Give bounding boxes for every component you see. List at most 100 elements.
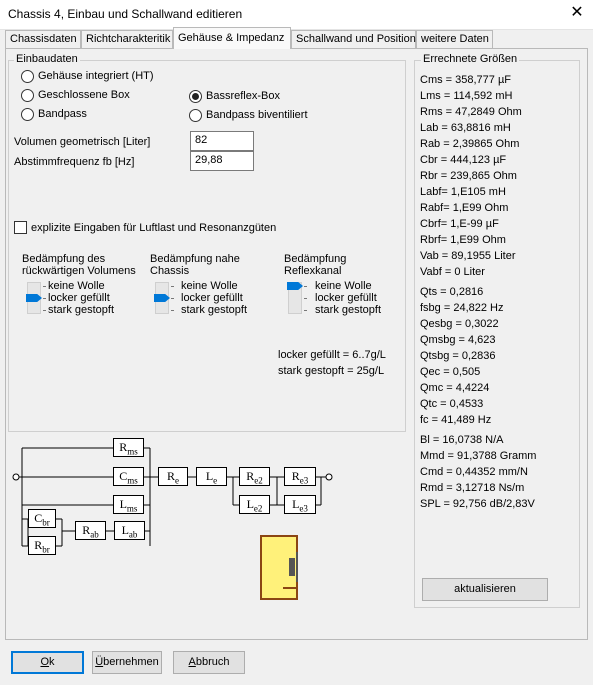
daempfung-reflexkanal-title2: Reflexkanal [284, 265, 342, 277]
abstimmfrequenz-input[interactable]: 29,88 [190, 151, 254, 171]
daempfung-volumen-thumb[interactable] [26, 294, 42, 302]
level-stark-gestopft: stark gestopft [315, 304, 382, 316]
parameter-value: Rabf= 1,E99 Ohm [420, 202, 509, 214]
parameter-value: Qec = 0,505 [420, 366, 481, 378]
uebernehmen-button[interactable]: Übernehmen [92, 651, 162, 674]
parameter-value: Qtc = 0,4533 [420, 398, 484, 410]
tab-weitere-daten[interactable]: weitere Daten [416, 30, 493, 48]
aktualisieren-button[interactable]: aktualisieren [422, 578, 548, 601]
parameter-value: Qmsbg = 4,623 [420, 334, 496, 346]
level-stark-gestopft: stark gestopft [181, 304, 248, 316]
volumen-input[interactable]: 82 [190, 131, 254, 151]
radio-gehaeuse-integriert[interactable] [21, 70, 34, 83]
errechnete-groessen-legend: Errechnete Größen [421, 53, 520, 65]
parameter-value: Lms = 114,592 mH [420, 90, 513, 102]
einbaudaten-legend: Einbaudaten [14, 53, 80, 65]
tick [43, 286, 46, 287]
parameter-value: Lab = 63,8816 mH [420, 122, 511, 134]
component-le: Le [196, 467, 227, 486]
daempfung-chassis-title1: Bedämpfung nahe [150, 253, 240, 265]
parameter-value: Qtsbg = 0,2836 [420, 350, 496, 362]
parameter-value: SPL = 92,756 dB/2,83V [420, 498, 535, 510]
component-le2: Le2 [239, 495, 270, 514]
explizit-label: explizite Eingaben für Luftlast und Reso… [31, 222, 277, 234]
parameter-value: Rbrf= 1,E99 Ohm [420, 234, 506, 246]
note-locker-gefuellt: locker gefüllt = 6..7g/L [278, 349, 386, 361]
daempfung-chassis-title2: Chassis [150, 265, 190, 277]
radio-gehaeuse-integriert-label: Gehäuse integriert (HT) [38, 70, 154, 82]
component-cms: Cms [113, 467, 144, 486]
component-rbr: Rbr [28, 536, 56, 555]
parameter-value: Cbr = 444,123 µF [420, 154, 507, 166]
tick [171, 286, 174, 287]
radio-bassreflex-box[interactable] [189, 90, 202, 103]
note-stark-gestopft: stark gestopft = 25g/L [278, 365, 385, 377]
level-stark-gestopft: stark gestopft [48, 304, 115, 316]
parameter-value: Rab = 2,39865 Ohm [420, 138, 520, 150]
close-icon[interactable]: ✕ [570, 4, 584, 21]
explizit-checkbox[interactable] [14, 221, 27, 234]
component-le3: Le3 [284, 495, 316, 514]
window-title: Chassis 4, Einbau und Schallwand editier… [8, 7, 243, 21]
abstimmfrequenz-label: Abstimmfrequenz fb [Hz] [14, 156, 135, 168]
einbaudaten-group [8, 60, 406, 432]
parameter-value: Qesbg = 0,3022 [420, 318, 499, 330]
parameter-value: Vab = 89,1955 Liter [420, 250, 516, 262]
parameter-value: Bl = 16,0738 N/A [420, 434, 504, 446]
component-lab: Lab [114, 521, 145, 540]
level-keine-wolle: keine Wolle [315, 280, 372, 292]
parameter-value: Vabf = 0 Liter [420, 266, 485, 278]
tick [43, 310, 46, 311]
level-keine-wolle: keine Wolle [181, 280, 238, 292]
level-locker-gefuellt: locker gefüllt [315, 292, 377, 304]
radio-geschlossene-box[interactable] [21, 89, 34, 102]
radio-bandpass[interactable] [21, 108, 34, 121]
tick [304, 286, 307, 287]
parameter-value: Qts = 0,2816 [420, 286, 484, 298]
parameter-value: Labf= 1,E105 mH [420, 186, 506, 198]
radio-bassreflex-box-label: Bassreflex-Box [206, 90, 280, 102]
radio-bandpass-label: Bandpass [38, 108, 87, 120]
radio-bandpass-biventiliert-label: Bandpass biventiliert [206, 109, 308, 121]
component-re: Re [158, 467, 188, 486]
parameter-value: Cmd = 0,44352 mm/N [420, 466, 528, 478]
abbruch-button[interactable]: Abbruch [173, 651, 245, 674]
component-re3: Re3 [284, 467, 316, 486]
daempfung-volumen-title2: rückwärtigen Volumens [22, 265, 136, 277]
ok-button[interactable]: Ok [11, 651, 84, 674]
parameter-value: fsbg = 24,822 Hz [420, 302, 504, 314]
title-bar: Chassis 4, Einbau und Schallwand editier… [0, 0, 593, 30]
component-rab: Rab [75, 521, 106, 540]
tick [304, 298, 307, 299]
parameter-value: Mmd = 91,3788 Gramm [420, 450, 537, 462]
daempfung-reflexkanal-title1: Bedämpfung [284, 253, 347, 265]
tab-chassisdaten[interactable]: Chassisdaten [5, 30, 81, 48]
tab-richtcharakteritik[interactable]: Richtcharakteritik [81, 30, 173, 48]
component-cbr: Cbr [28, 509, 56, 528]
parameter-value: Cms = 358,777 µF [420, 74, 512, 86]
parameter-value: Cbrf= 1,E-99 µF [420, 218, 499, 230]
daempfung-reflexkanal-thumb[interactable] [287, 282, 303, 290]
component-re2: Re2 [239, 467, 270, 486]
tick [304, 310, 307, 311]
component-rms: Rms [113, 438, 144, 457]
level-keine-wolle: keine Wolle [48, 280, 105, 292]
volumen-label: Volumen geometrisch [Liter] [14, 136, 151, 148]
component-lms: Lms [113, 495, 144, 514]
daempfung-volumen-title1: Bedämpfung des [22, 253, 106, 265]
tick [171, 298, 174, 299]
tick [171, 310, 174, 311]
tab-schallwand-position[interactable]: Schallwand und Position [291, 30, 416, 48]
radio-geschlossene-box-label: Geschlossene Box [38, 89, 130, 101]
level-locker-gefuellt: locker gefüllt [181, 292, 243, 304]
parameter-value: Rms = 47,2849 Ohm [420, 106, 522, 118]
parameter-value: Qmc = 4,4224 [420, 382, 490, 394]
tab-gehaeuse-impedanz[interactable]: Gehäuse & Impedanz [173, 27, 291, 49]
radio-bandpass-biventiliert[interactable] [189, 109, 202, 122]
parameter-value: Rbr = 239,865 Ohm [420, 170, 517, 182]
bassreflex-enclosure-icon [260, 535, 298, 600]
daempfung-chassis-thumb[interactable] [154, 294, 170, 302]
parameter-value: fc = 41,489 Hz [420, 414, 492, 426]
tick [43, 298, 46, 299]
